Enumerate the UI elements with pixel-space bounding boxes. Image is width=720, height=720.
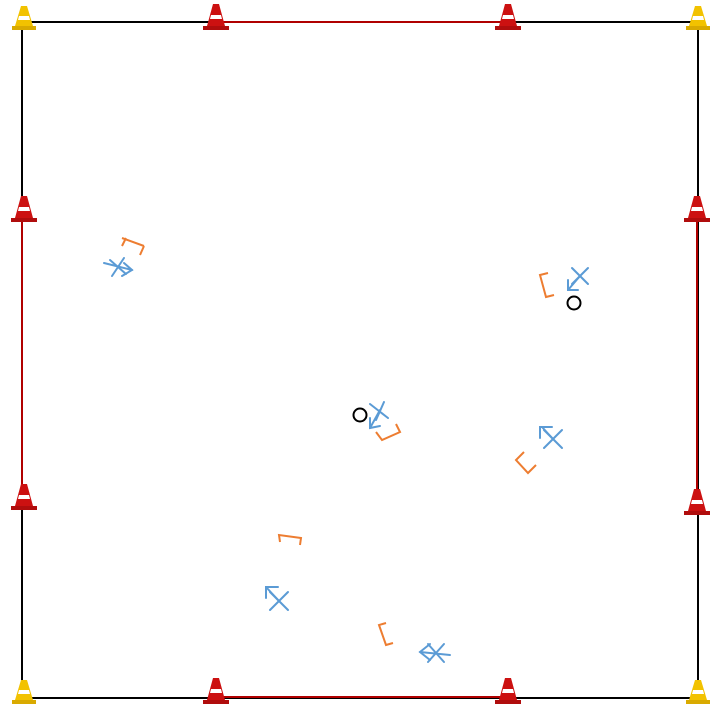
cone-yellow-icon bbox=[12, 680, 36, 704]
cone-red-icon bbox=[684, 196, 710, 222]
bracket-marker-icon bbox=[375, 423, 402, 442]
cone-red-icon bbox=[11, 196, 37, 222]
ball-icon bbox=[352, 407, 368, 423]
cone-red-icon bbox=[203, 4, 229, 30]
player-x-arrow-icon bbox=[265, 586, 289, 611]
player-x-arrow-icon bbox=[418, 643, 451, 663]
cone-yellow-icon bbox=[686, 680, 710, 704]
bracket-marker-icon bbox=[121, 237, 145, 256]
bracket-marker-icon bbox=[538, 272, 555, 299]
cone-red-icon bbox=[203, 678, 229, 704]
cone-red-icon bbox=[11, 484, 37, 510]
player-x-arrow-icon bbox=[539, 426, 563, 449]
bracket-marker-icon bbox=[377, 622, 394, 647]
cone-red-icon bbox=[495, 678, 521, 704]
bracket-marker-icon bbox=[277, 533, 303, 546]
player-x-arrow-icon bbox=[369, 401, 389, 430]
ball-icon bbox=[566, 295, 582, 311]
cone-red-icon bbox=[495, 4, 521, 30]
bracket-marker-icon bbox=[514, 451, 537, 475]
player-x-arrow-icon bbox=[103, 257, 134, 277]
cone-red-icon bbox=[684, 489, 710, 515]
cone-yellow-icon bbox=[686, 6, 710, 30]
player-x-arrow-icon bbox=[567, 267, 589, 291]
field-boundary bbox=[21, 21, 699, 699]
cone-yellow-icon bbox=[12, 6, 36, 30]
